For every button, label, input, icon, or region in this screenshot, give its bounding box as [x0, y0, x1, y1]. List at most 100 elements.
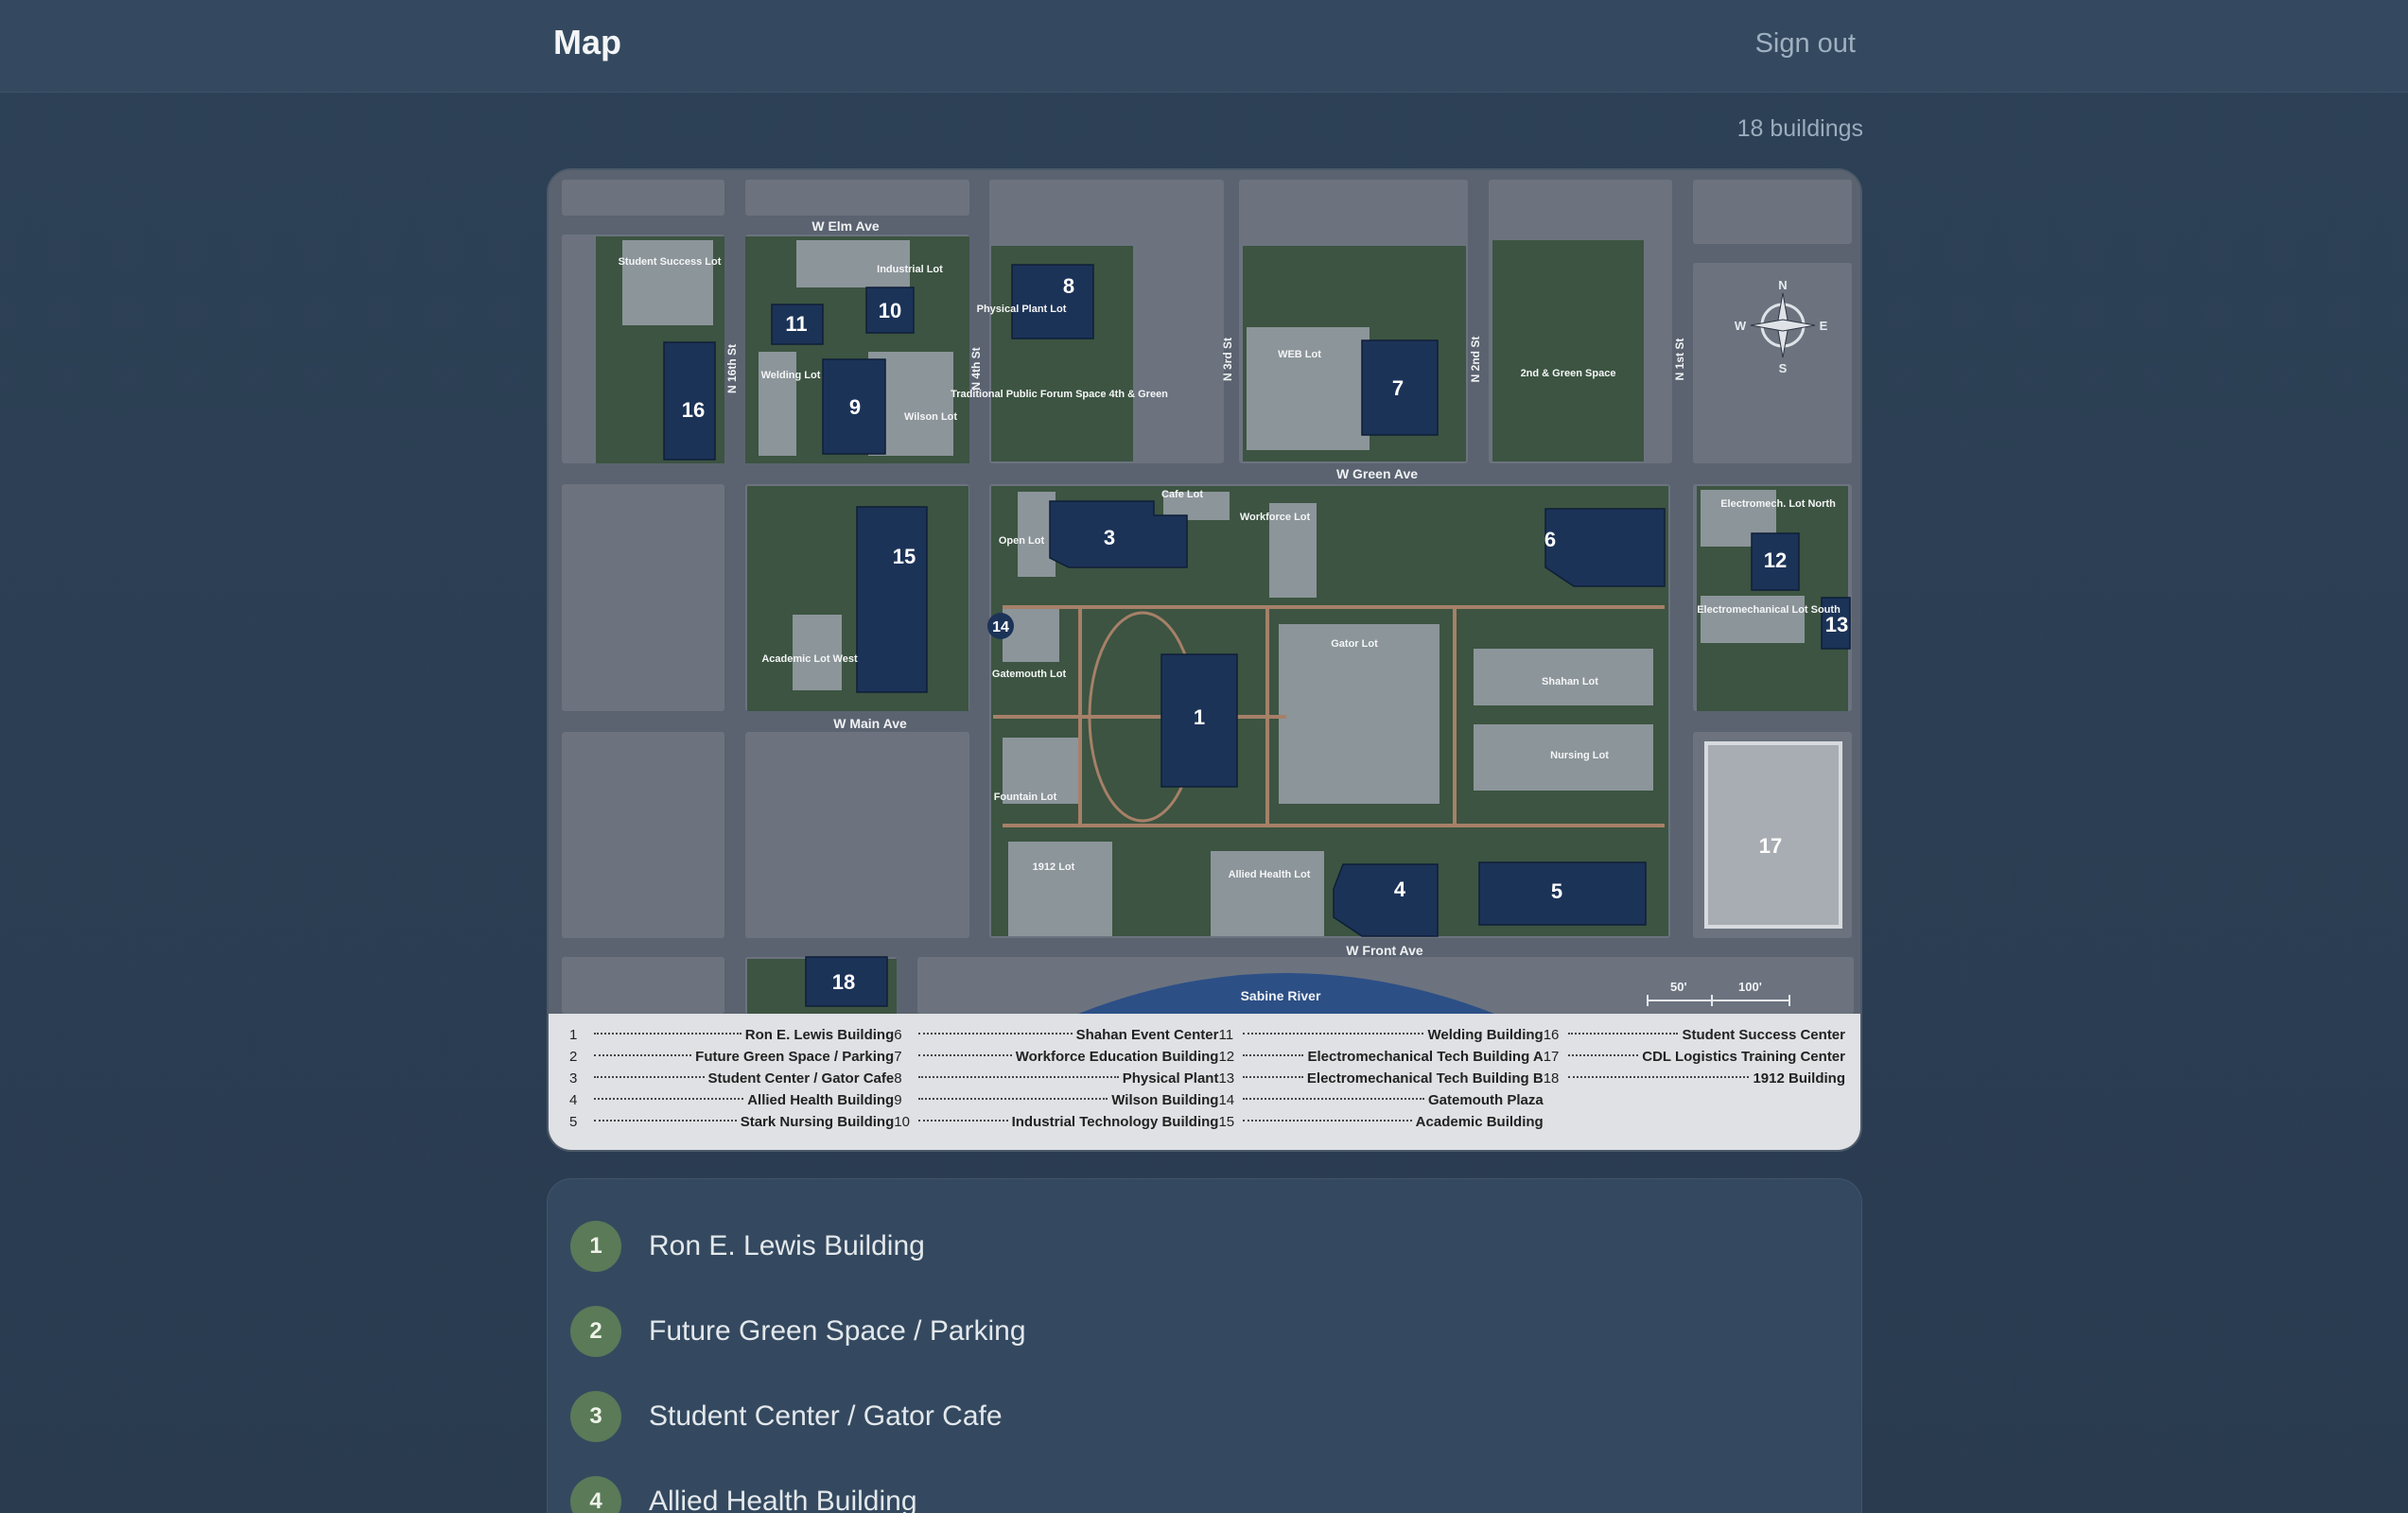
compass-s: S: [1779, 361, 1788, 375]
street-n-2nd: N 2nd St: [1469, 337, 1482, 383]
map-label-8: 8: [1063, 274, 1074, 298]
scale-100: 100': [1738, 980, 1762, 994]
street-w-green: W Green Ave: [1336, 466, 1418, 481]
building-7-shape[interactable]: [1361, 339, 1439, 436]
street-n-3rd: N 3rd St: [1221, 338, 1234, 381]
building-name: Future Green Space / Parking: [649, 1315, 1026, 1347]
river-label: Sabine River: [1241, 988, 1321, 1003]
building-9-shape[interactable]: [822, 358, 886, 455]
map-label-13: 13: [1825, 613, 1848, 636]
map-label-15: 15: [893, 545, 916, 568]
lot-physical-plant: Physical Plant Lot: [977, 304, 1067, 315]
street-n-1st: N 1st St: [1673, 339, 1686, 381]
map-label-11: 11: [785, 312, 807, 336]
building-17-shape[interactable]: [1704, 741, 1842, 929]
building-15-shape[interactable]: [856, 506, 928, 693]
list-item[interactable]: 2 Future Green Space / Parking: [548, 1289, 1861, 1374]
building-number-badge: 3: [570, 1391, 621, 1442]
lot-wilson: Wilson Lot: [904, 411, 957, 423]
building-number-badge: 1: [570, 1221, 621, 1272]
map-label-3: 3: [1104, 526, 1115, 549]
building-3-shape[interactable]: [1049, 500, 1188, 568]
building-count: 18 buildings: [1736, 115, 1863, 142]
map-label-4: 4: [1394, 878, 1406, 901]
lot-electromech-south: Electromechanical Lot South: [1697, 604, 1841, 616]
lot-cafe: Cafe Lot: [1161, 489, 1203, 500]
building-name: Ron E. Lewis Building: [649, 1230, 925, 1261]
map-label-16: 16: [682, 398, 705, 422]
map-label-9: 9: [849, 395, 861, 419]
building-6-shape[interactable]: [1544, 508, 1666, 587]
building-name: Student Center / Gator Cafe: [649, 1400, 1003, 1432]
map-label-14: 14: [992, 619, 1009, 635]
building-11-shape[interactable]: [771, 304, 824, 345]
building-1-shape[interactable]: [1160, 653, 1238, 788]
lot-open: Open Lot: [999, 535, 1045, 547]
lot-allied-health: Allied Health Lot: [1229, 869, 1311, 880]
lot-fountain: Fountain Lot: [994, 791, 1057, 803]
map-canvas: N S E W 1 3: [549, 170, 1860, 1014]
building-12-shape[interactable]: [1751, 532, 1800, 591]
map-label-12: 12: [1764, 548, 1787, 572]
lot-shahan: Shahan Lot: [1542, 676, 1598, 687]
map-label-18: 18: [832, 970, 855, 994]
page-title: Map: [553, 23, 621, 61]
map-label-7: 7: [1392, 376, 1404, 400]
lot-electromech-north: Electromech. Lot North: [1720, 498, 1836, 510]
lot-web: WEB Lot: [1278, 349, 1321, 360]
building-number-badge: 2: [570, 1306, 621, 1357]
street-n-4th: N 4th St: [969, 347, 983, 390]
building-18-shape[interactable]: [805, 956, 888, 1007]
sign-out-link[interactable]: Sign out: [1754, 28, 1856, 59]
list-item[interactable]: 1 Ron E. Lewis Building: [548, 1204, 1861, 1289]
building-8-shape[interactable]: [1011, 264, 1094, 339]
map-label-17: 17: [1759, 834, 1782, 858]
building-4-shape[interactable]: [1333, 863, 1439, 937]
campus-map[interactable]: N S E W 1 3: [547, 168, 1862, 1152]
list-item[interactable]: 4 Allied Health Building: [548, 1459, 1861, 1513]
building-13-shape[interactable]: [1821, 597, 1851, 650]
building-16-shape[interactable]: [663, 341, 716, 461]
lot-gatemouth: Gatemouth Lot: [992, 669, 1067, 680]
street-n-16th: N 16th St: [725, 344, 739, 393]
map-label-1: 1: [1194, 705, 1205, 729]
street-w-elm: W Elm Ave: [811, 218, 880, 234]
building-10-shape[interactable]: [865, 287, 915, 334]
lot-2nd-green: 2nd & Green Space: [1521, 368, 1616, 379]
street-w-main: W Main Ave: [833, 716, 907, 731]
building-5-shape[interactable]: [1478, 861, 1647, 926]
building-name: Allied Health Building: [649, 1486, 917, 1513]
street-w-front: W Front Ave: [1346, 943, 1423, 958]
compass-n: N: [1778, 278, 1787, 292]
map-label-6: 6: [1544, 528, 1556, 551]
building-list: 1 Ron E. Lewis Building 2 Future Green S…: [547, 1178, 1862, 1513]
lot-gator: Gator Lot: [1331, 638, 1378, 650]
list-item[interactable]: 3 Student Center / Gator Cafe: [548, 1374, 1861, 1459]
lot-welding: Welding Lot: [761, 370, 821, 381]
lot-workforce: Workforce Lot: [1240, 512, 1311, 523]
building-number-badge: 4: [570, 1476, 621, 1513]
lot-student-success: Student Success Lot: [619, 256, 722, 268]
lot-industrial: Industrial Lot: [877, 264, 943, 275]
lot-1912: 1912 Lot: [1033, 861, 1075, 873]
